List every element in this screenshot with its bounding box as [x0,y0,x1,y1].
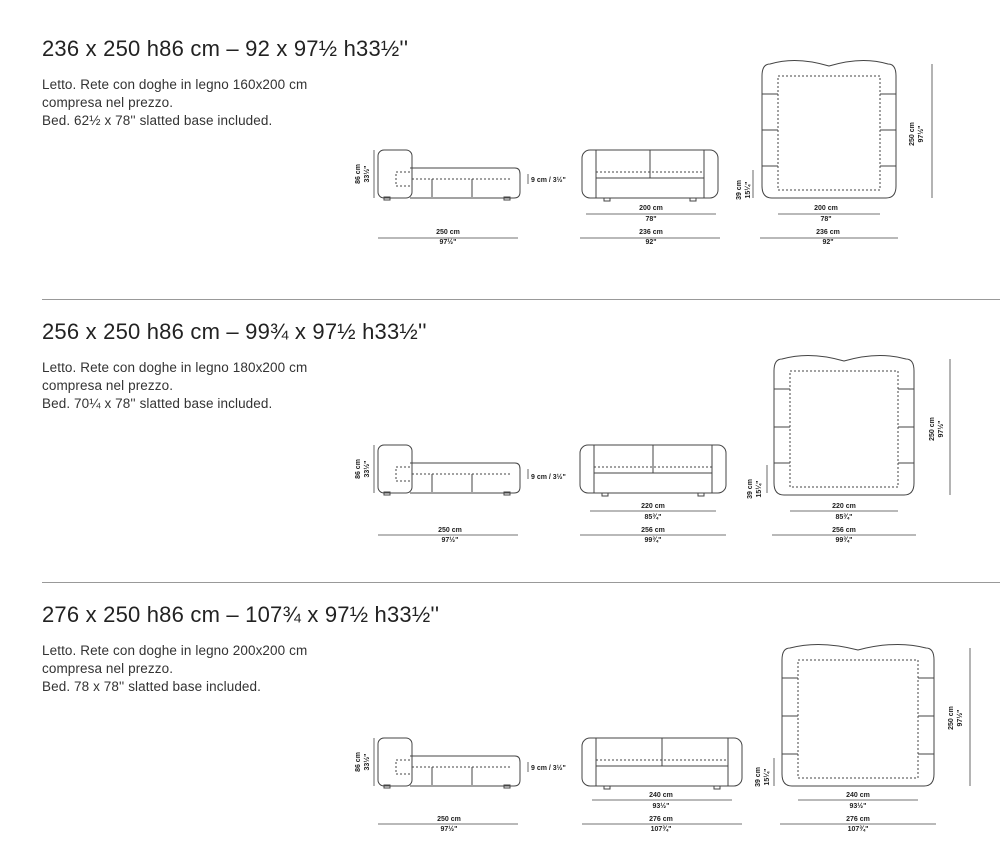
section-title: 256 x 250 h86 cm – 99¾ x 97½ h33½'' [42,319,427,344]
height-in-label: 33½" [363,166,371,183]
top-length-cm-label: 250 cm [929,417,936,441]
top-outer-cm-label: 256 cm [832,527,856,534]
section-description: Letto. Rete con doghe in legno 160x200 c… [42,76,307,130]
length-cm-label: 250 cm [438,527,462,534]
height-in-label: 33½" [363,754,371,771]
top-inner-in-label: 85¾" [836,513,853,521]
technical-drawing: 86 cm 33½" 250 cm 97½" 9 cm / 3½" 240 cm… [355,643,971,833]
technical-drawing: 86 cm 33½" 250 cm 97½" 9 cm / 3½" 200 cm… [355,60,933,246]
top-inner-cm-label: 240 cm [846,792,870,799]
base-thickness-label: 9 cm / 3½" [531,473,566,481]
front-inner-cm-label: 220 cm [641,503,665,510]
technical-drawing: 86 cm 33½" 250 cm 97½" 9 cm / 3½" 220 cm… [355,355,951,544]
seat-height-cm-label: 39 cm [747,479,754,499]
description-line-en: Bed. 62½ x 78'' slatted base included. [42,113,273,128]
length-cm-label: 250 cm [436,229,460,236]
description-line-en: Bed. 78 x 78'' slatted base included. [42,679,262,694]
seat-height-in-label: 15¼" [763,769,771,786]
length-in-label: 97½" [442,536,459,544]
front-view-drawing [581,737,743,790]
front-inner-cm-label: 240 cm [649,792,673,799]
top-inner-cm-label: 220 cm [832,503,856,510]
top-view-drawing [773,355,915,496]
seat-height-cm-label: 39 cm [755,767,762,787]
description-line-it: Letto. Rete con doghe in legno 160x200 c… [42,77,308,92]
seat-height-in-label: 15¼" [744,182,752,199]
top-length-cm-label: 250 cm [948,706,955,730]
height-cm-label: 86 cm [355,459,362,479]
length-in-label: 97½" [441,825,458,833]
description-line-it: Letto. Rete con doghe in legno 180x200 c… [42,360,308,375]
seat-height-in-label: 15¼" [755,481,763,498]
top-outer-in-label: 99¾" [836,536,853,544]
top-length-in-label: 97½" [956,710,964,727]
length-cm-label: 250 cm [437,816,461,823]
front-outer-in-label: 99¾" [645,536,662,544]
top-outer-cm-label: 276 cm [846,816,870,823]
front-inner-in-label: 93½" [653,802,670,810]
front-outer-in-label: 92" [645,239,656,246]
base-thickness-label: 9 cm / 3½" [531,176,566,184]
seat-height-cm-label: 39 cm [736,180,743,200]
description-line-it-2: compresa nel prezzo. [42,95,174,110]
bed-size-section-3: 276 x 250 h86 cm – 107¾ x 97½ h33½'' Let… [0,566,1000,851]
side-view-drawing [377,737,521,789]
top-outer-in-label: 107¾" [848,825,869,833]
bed-size-section-1: 236 x 250 h86 cm – 92 x 97½ h33½'' Letto… [0,0,1000,285]
section-description: Letto. Rete con doghe in legno 200x200 c… [42,642,307,696]
height-cm-label: 86 cm [355,164,362,184]
front-outer-cm-label: 256 cm [641,527,665,534]
top-inner-cm-label: 200 cm [814,205,838,212]
front-view-drawing [581,149,719,202]
length-in-label: 97½" [440,238,457,246]
top-outer-cm-label: 236 cm [816,229,840,236]
front-outer-cm-label: 276 cm [649,816,673,823]
front-outer-cm-label: 236 cm [639,229,663,236]
description-line-en: Bed. 70¼ x 78'' slatted base included. [42,396,273,411]
description-line-it: Letto. Rete con doghe in legno 200x200 c… [42,643,308,658]
height-in-label: 33½" [363,461,371,478]
front-inner-in-label: 85¾" [645,513,662,521]
side-view-drawing [377,149,521,201]
description-line-it-2: compresa nel prezzo. [42,661,174,676]
height-cm-label: 86 cm [355,752,362,772]
top-inner-in-label: 78" [820,216,831,223]
top-view-drawing [761,60,897,199]
top-length-cm-label: 250 cm [909,122,916,146]
side-view-drawing [377,444,521,496]
section-title: 236 x 250 h86 cm – 92 x 97½ h33½'' [42,36,409,61]
base-thickness-label: 9 cm / 3½" [531,764,566,772]
top-length-in-label: 97½" [937,421,945,438]
bed-size-section-2: 256 x 250 h86 cm – 99¾ x 97½ h33½'' Lett… [0,283,1000,568]
top-outer-in-label: 92" [822,239,833,246]
top-length-in-label: 97½" [917,126,925,143]
section-description: Letto. Rete con doghe in legno 180x200 c… [42,359,307,413]
front-outer-in-label: 107¾" [651,825,672,833]
front-inner-in-label: 78" [645,216,656,223]
description-line-it-2: compresa nel prezzo. [42,378,174,393]
front-view-drawing [579,444,727,497]
top-inner-in-label: 93½" [850,802,867,810]
section-divider [42,582,1000,583]
section-title: 276 x 250 h86 cm – 107¾ x 97½ h33½'' [42,602,440,627]
top-view-drawing [781,643,935,787]
section-divider [42,299,1000,300]
front-inner-cm-label: 200 cm [639,205,663,212]
